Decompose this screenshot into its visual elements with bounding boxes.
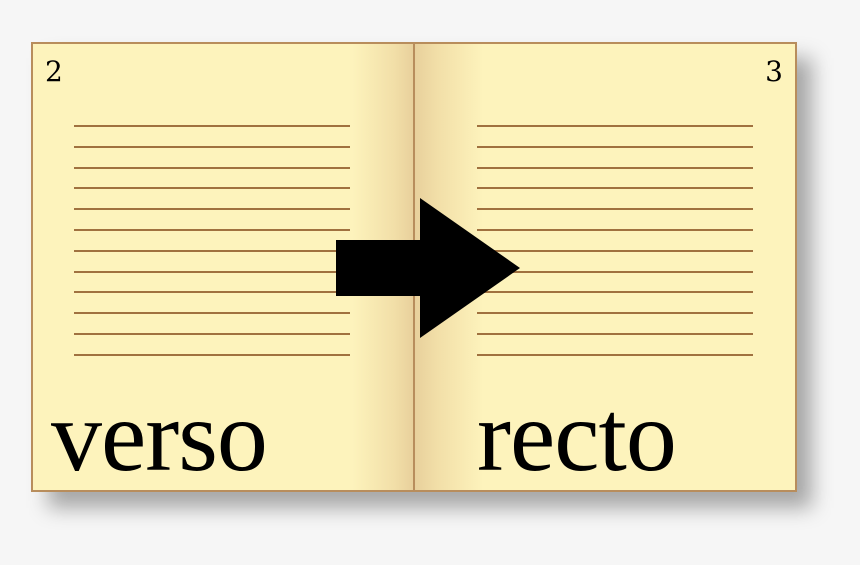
right-page-text-lines (477, 125, 753, 375)
text-line (477, 249, 753, 252)
text-line (74, 353, 350, 356)
text-line (477, 166, 753, 169)
text-line (74, 125, 350, 127)
text-line (477, 312, 753, 315)
text-line (477, 228, 753, 231)
left-page-text-lines (74, 125, 350, 375)
text-line (477, 145, 753, 148)
right-page-label: recto (477, 380, 677, 493)
arrow-right-icon (336, 198, 520, 338)
text-line (477, 332, 753, 335)
text-line (477, 291, 753, 294)
text-line (477, 208, 753, 211)
text-line (74, 312, 350, 315)
right-page-number: 3 (765, 55, 783, 88)
text-line (477, 270, 753, 273)
text-line (477, 125, 753, 127)
text-line (74, 270, 350, 273)
text-line (477, 187, 753, 190)
left-page-label: verso (51, 380, 268, 493)
text-line (74, 166, 350, 169)
text-line (477, 353, 753, 356)
text-line (74, 228, 350, 231)
text-line (74, 187, 350, 190)
text-line (74, 145, 350, 148)
text-line (74, 291, 350, 294)
text-line (74, 249, 350, 252)
left-page-number: 2 (45, 55, 63, 88)
text-line (74, 332, 350, 335)
text-line (74, 208, 350, 211)
